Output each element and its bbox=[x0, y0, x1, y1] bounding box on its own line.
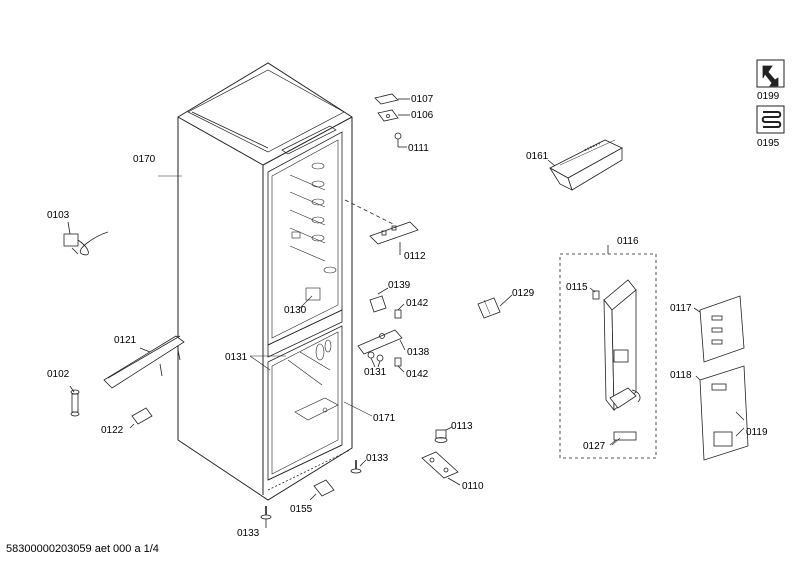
part-label-0138: 0138 bbox=[407, 347, 430, 358]
fridge-cabinet bbox=[177, 62, 353, 501]
part-label-0113: 0113 bbox=[451, 421, 473, 432]
part-0122-shape bbox=[129, 407, 153, 429]
part-0118-shape bbox=[695, 365, 749, 461]
part-0142b-shape bbox=[394, 357, 405, 373]
part-label-0111: 0111 bbox=[408, 143, 429, 154]
part-0161-shape bbox=[547, 139, 623, 191]
part-label-0131-left: 0131 bbox=[225, 352, 248, 363]
coil-icon-code: 0195 bbox=[757, 138, 780, 149]
part-label-0102: 0102 bbox=[47, 369, 70, 380]
part-label-0106: 0106 bbox=[411, 110, 434, 121]
part-label-0122: 0122 bbox=[101, 425, 124, 436]
part-0155-shape bbox=[309, 479, 335, 501]
part-label-0103: 0103 bbox=[47, 210, 70, 221]
part-0117-shape bbox=[693, 295, 745, 363]
part-0138-shape bbox=[357, 329, 406, 355]
part-label-0107: 0107 bbox=[411, 94, 434, 105]
part-0107-shape bbox=[374, 93, 410, 105]
leader-lines bbox=[158, 175, 621, 446]
part-label-0170: 0170 bbox=[133, 154, 156, 165]
part-0121-shape bbox=[103, 335, 185, 389]
document-id: 58300000203059 aet 000 a 1/4 bbox=[6, 543, 159, 555]
wrench-icon bbox=[756, 59, 785, 88]
part-label-0171: 0171 bbox=[373, 413, 396, 424]
part-0112-shape bbox=[344, 199, 419, 255]
part-0116-group bbox=[559, 245, 657, 459]
part-0115-shape bbox=[589, 287, 600, 300]
part-0110-shape bbox=[421, 451, 461, 486]
part-0113-shape bbox=[434, 426, 453, 443]
part-0106-shape bbox=[377, 109, 410, 122]
wrench-icon-code: 0199 bbox=[757, 91, 780, 102]
part-0133a-shape bbox=[350, 459, 367, 474]
part-0142a-shape bbox=[394, 303, 405, 319]
part-0111-shape bbox=[394, 132, 407, 148]
part-label-0115: 0115 bbox=[566, 282, 588, 293]
part-label-0110: 0110 bbox=[462, 481, 484, 492]
part-0103-shape bbox=[63, 221, 109, 256]
part-label-0118: 0118 bbox=[670, 370, 692, 381]
part-0102-shape bbox=[69, 385, 80, 417]
part-label-0139: 0139 bbox=[388, 280, 411, 291]
part-label-0131-right: 0131 bbox=[364, 367, 387, 378]
part-label-0119: 0119 bbox=[746, 427, 768, 438]
coil-icon bbox=[756, 105, 785, 134]
part-label-0133-upper: 0133 bbox=[366, 453, 389, 464]
part-label-0129: 0129 bbox=[512, 288, 535, 299]
part-label-0142-upper: 0142 bbox=[406, 298, 429, 309]
part-label-0121: 0121 bbox=[114, 335, 137, 346]
part-0139-shape bbox=[369, 287, 389, 313]
part-label-0133-lower: 0133 bbox=[237, 528, 260, 539]
part-label-0130: 0130 bbox=[284, 305, 307, 316]
part-0131b-shape bbox=[367, 351, 384, 368]
part-label-0127: 0127 bbox=[583, 441, 606, 452]
part-label-0112: 0112 bbox=[404, 251, 426, 262]
part-label-0117: 0117 bbox=[670, 303, 692, 314]
part-label-0161: 0161 bbox=[526, 151, 549, 162]
part-0133b-shape bbox=[260, 506, 272, 528]
part-label-0116: 0116 bbox=[617, 236, 639, 247]
part-label-0142-lower: 0142 bbox=[406, 369, 429, 380]
part-0129-shape bbox=[477, 294, 513, 319]
part-label-0155: 0155 bbox=[290, 504, 313, 515]
